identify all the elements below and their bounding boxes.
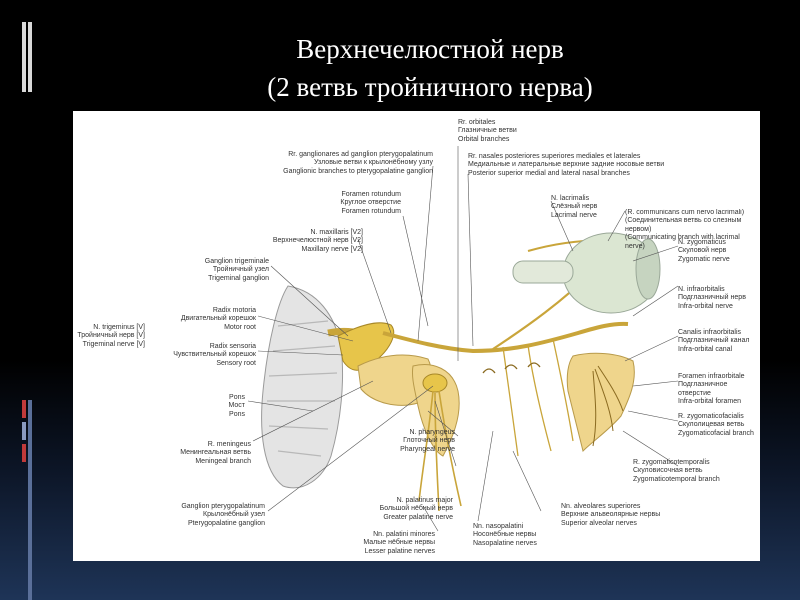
maxilla-bone <box>566 352 635 452</box>
label-meningeal-branch: R. meningeus Менингеальная ветвь Meninge… <box>180 441 251 465</box>
label-nasal-branches: Rr. nasales posteriores superiores media… <box>468 153 665 177</box>
title-line-2: (2 ветвь тройничного нерва) <box>267 72 593 102</box>
alveolar-hooks <box>482 362 541 374</box>
label-superior-alveolar-nerves: Nn. alveolares superiores Верхние альвео… <box>561 503 661 527</box>
label-zygomaticotemporal-branch: R. zygomaticotemporalis Скуловисочная ве… <box>633 459 720 483</box>
decor-bar <box>28 22 32 92</box>
label-trigeminal-nerve: N. trigeminus [V] Тройничный нерв [V] Tr… <box>77 324 145 348</box>
decor-bar <box>22 400 26 418</box>
label-orbital-branches: Rr. orbitales Глазничные ветви Orbital b… <box>458 119 517 143</box>
label-foramen-rotundum: Foramen rotundum Круглое отверстие Foram… <box>340 191 401 215</box>
label-greater-palatine-nerve: N. palatinus major Большой нёбный нерв G… <box>379 497 453 521</box>
trigeminal-ganglion <box>337 322 395 371</box>
brainstem-folds <box>267 320 338 457</box>
label-ganglionic-branches: Rr. ganglionares ad ganglion pterygopala… <box>283 151 433 175</box>
title-line-1: Верхнечелюстной нерв <box>296 34 564 64</box>
label-infraorbital-canal: Canalis infraorbitalis Подглазничный кан… <box>678 329 750 353</box>
brainstem <box>261 285 344 489</box>
label-lacrimal-nerve: N. lacrimalis Слёзный нерв Lacrimal nerv… <box>551 195 598 219</box>
infraorbital-branches <box>592 365 624 447</box>
label-zygomaticofacial-branch: R. zygomaticofacialis Скулолицевая ветвь… <box>678 413 754 437</box>
slide-title: Верхнечелюстной нерв (2 ветвь тройничног… <box>120 30 740 106</box>
decor-bar <box>28 400 32 600</box>
decorative-sidebar <box>0 0 32 600</box>
label-infraorbital-nerve: N. infraorbitalis Подглазничный нерв Inf… <box>678 286 746 310</box>
decor-bar <box>22 422 26 440</box>
label-nasopalatine-nerves: Nn. nasopalatini Носонёбные нервы Nasopa… <box>473 523 537 547</box>
label-pharyngeal-nerve: N. pharyngeus Глоточный нерв Pharyngeal … <box>400 429 455 453</box>
label-maxillary-nerve: N. maxillaris [V2] Верхнечелюстной нерв … <box>272 229 363 253</box>
label-pons: Pons Мост Pons <box>228 394 245 418</box>
maxillary-nerve <box>382 321 629 354</box>
label-infraorbital-foramen: Foramen infraorbitale Подглазничное отве… <box>678 373 745 406</box>
anatomy-drawing <box>247 146 679 532</box>
label-lesser-palatine-nerves: Nn. palatini minores Малые нёбные нервы … <box>363 531 435 555</box>
decor-bar <box>22 22 26 92</box>
anatomy-illustration-panel: Rr. orbitales Глазничные ветви Orbital b… <box>73 111 760 561</box>
leader-lines <box>247 146 679 532</box>
label-trigeminal-ganglion: Ganglion trigeminale Тройничный узел Tri… <box>204 258 269 282</box>
decor-bar <box>22 444 26 462</box>
label-communicating-branch: (R. communicans cum nervo lacrimali) (Со… <box>625 209 745 250</box>
label-motor-root: Radix motoria Двигательный корешок Motor… <box>180 307 256 331</box>
alveolar-nerves <box>502 338 574 457</box>
label-sensory-root: Radix sensoria Чувствительный корешок Se… <box>173 343 256 367</box>
pterygopalatine-ganglion <box>422 373 448 393</box>
label-pterygopalatine-ganglion: Ganglion pterygopalatinum Крылонёбный уз… <box>181 503 265 527</box>
label-zygomatic-nerve: N. zygomaticus Скуловой нерв Zygomatic n… <box>678 239 730 263</box>
palatine-nerves <box>418 390 462 512</box>
optic-stalk <box>512 260 574 284</box>
